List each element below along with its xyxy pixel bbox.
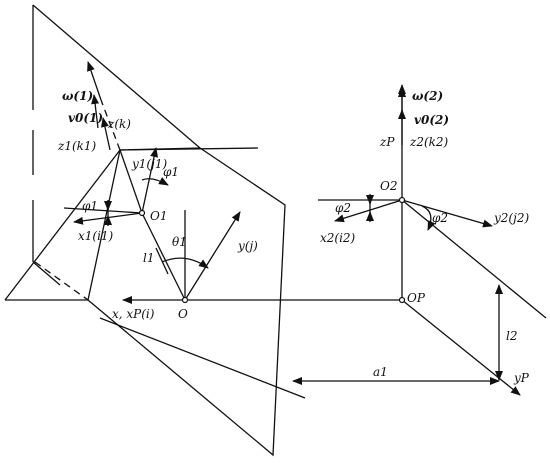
label-x-xp-i: x, xP(i) xyxy=(112,307,155,321)
label-y-j: y(j) xyxy=(237,239,258,253)
label-phi2-left: φ2 xyxy=(335,201,351,215)
v01-arrow xyxy=(91,94,100,129)
label-phi1-left: φ1 xyxy=(82,199,98,213)
o2-diagonal xyxy=(401,199,547,319)
point-op xyxy=(398,296,406,304)
label-zp: zP xyxy=(379,135,395,149)
labels: ω(1) v0(1) z(k) z1(k1) y1(j1) φ1 φ1 O1 x… xyxy=(57,89,530,385)
o1-frame xyxy=(63,61,186,301)
hidden-edge-horizontal xyxy=(34,261,89,301)
o2-frame xyxy=(318,84,547,319)
label-l2: l2 xyxy=(506,329,517,343)
label-omega2: ω(2) xyxy=(412,89,443,103)
label-v02: v0(2) xyxy=(414,113,449,127)
rod-o1-o xyxy=(141,212,186,301)
z-k-arrow xyxy=(101,117,111,151)
label-v01: v0(1) xyxy=(68,111,103,125)
y1-axis xyxy=(141,147,159,214)
z1-axis xyxy=(87,61,102,101)
phi2-right-arc xyxy=(421,205,436,231)
o-frame xyxy=(122,210,402,304)
label-phi1-top: φ1 xyxy=(163,165,179,179)
l1-tick xyxy=(155,247,169,275)
label-z2-k2: z2(k2) xyxy=(409,135,449,149)
point-o xyxy=(181,296,189,304)
label-y1-j1: y1(j1) xyxy=(131,157,167,171)
label-o1: O1 xyxy=(150,209,167,223)
y-axis xyxy=(184,211,241,301)
point-o1 xyxy=(138,209,146,217)
label-theta1: θ1 xyxy=(172,235,187,249)
label-y2-j2: y2(j2) xyxy=(493,211,529,225)
op-frame xyxy=(292,284,521,396)
label-z1-k1: z1(k1) xyxy=(57,139,97,153)
label-omega1: ω(1) xyxy=(62,89,93,103)
label-op: OP xyxy=(407,291,426,305)
label-x1-i1: x1(i1) xyxy=(78,229,114,243)
tilted-plane xyxy=(32,4,306,399)
label-z-k: z(k) xyxy=(107,117,131,131)
label-l1: l1 xyxy=(143,251,154,265)
label-o2: O2 xyxy=(380,179,397,193)
label-o: O xyxy=(178,307,188,321)
point-o2 xyxy=(398,196,406,204)
label-yp: yP xyxy=(513,371,530,385)
phi1-top-arc xyxy=(141,177,169,186)
y2-axis xyxy=(401,199,493,228)
label-a1: a1 xyxy=(373,365,388,379)
theta1-arc xyxy=(161,257,209,269)
label-phi2-right: φ2 xyxy=(432,211,448,225)
label-x2-i2: x2(i2) xyxy=(320,231,356,245)
